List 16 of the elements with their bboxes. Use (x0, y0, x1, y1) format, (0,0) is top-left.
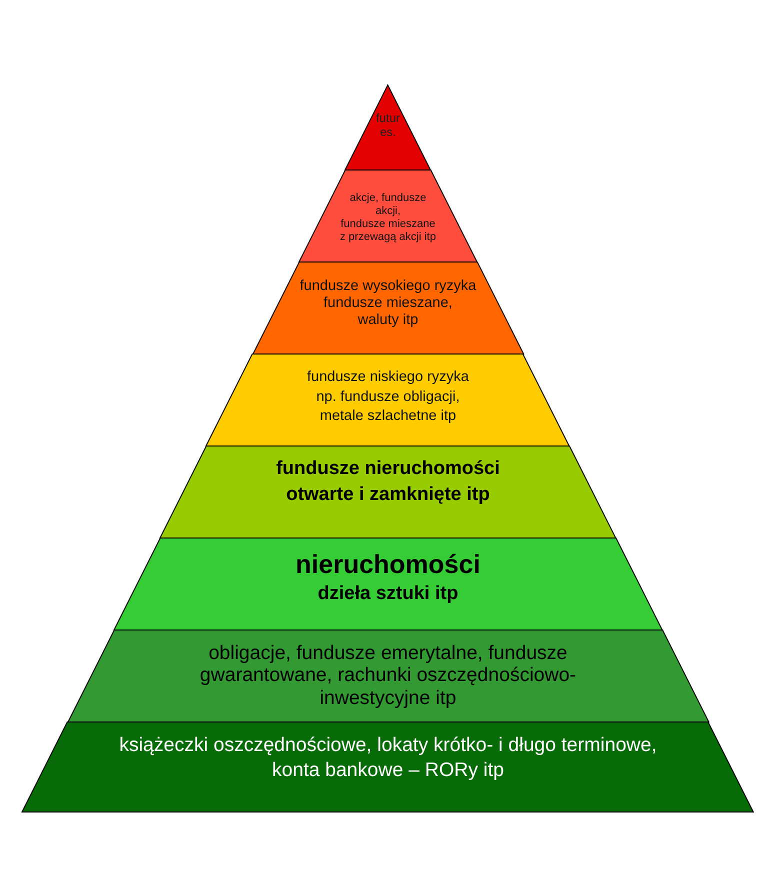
pyramid-level (206, 354, 570, 446)
level-label: obligacje, fundusze emerytalne, fundusze gwarantowane, rachunki oszczędnościowo- inwestycyjne itp (200, 642, 576, 710)
pyramid-level (68, 630, 708, 722)
pyramid-level (160, 446, 616, 538)
level-label: akcje, fundusze akcji, fundusze mieszane z przewagą akcji itp (340, 192, 436, 244)
level-label: fundusze niskiego ryzyka np. fundusze obligacji, metale szlachetne itp (306, 368, 469, 426)
level-label: nieruchomości (296, 549, 480, 579)
pyramid-level (22, 722, 754, 812)
level-label: fundusze nieruchomości otwarte i zamknięte itp (276, 457, 500, 507)
level-label: dzieła sztuki itp (318, 582, 458, 606)
level-label: futur es. (376, 111, 400, 139)
pyramid-level (298, 170, 478, 262)
level-label: fundusze wysokiego ryzyka fundusze mieszane, waluty itp (300, 278, 476, 328)
pyramid-level (252, 262, 524, 354)
level-label: książeczki oszczędnościowe, lokaty krótko- i długo terminowe, konta bankowe – RORy itp (119, 732, 657, 782)
pyramid-level (114, 538, 662, 630)
